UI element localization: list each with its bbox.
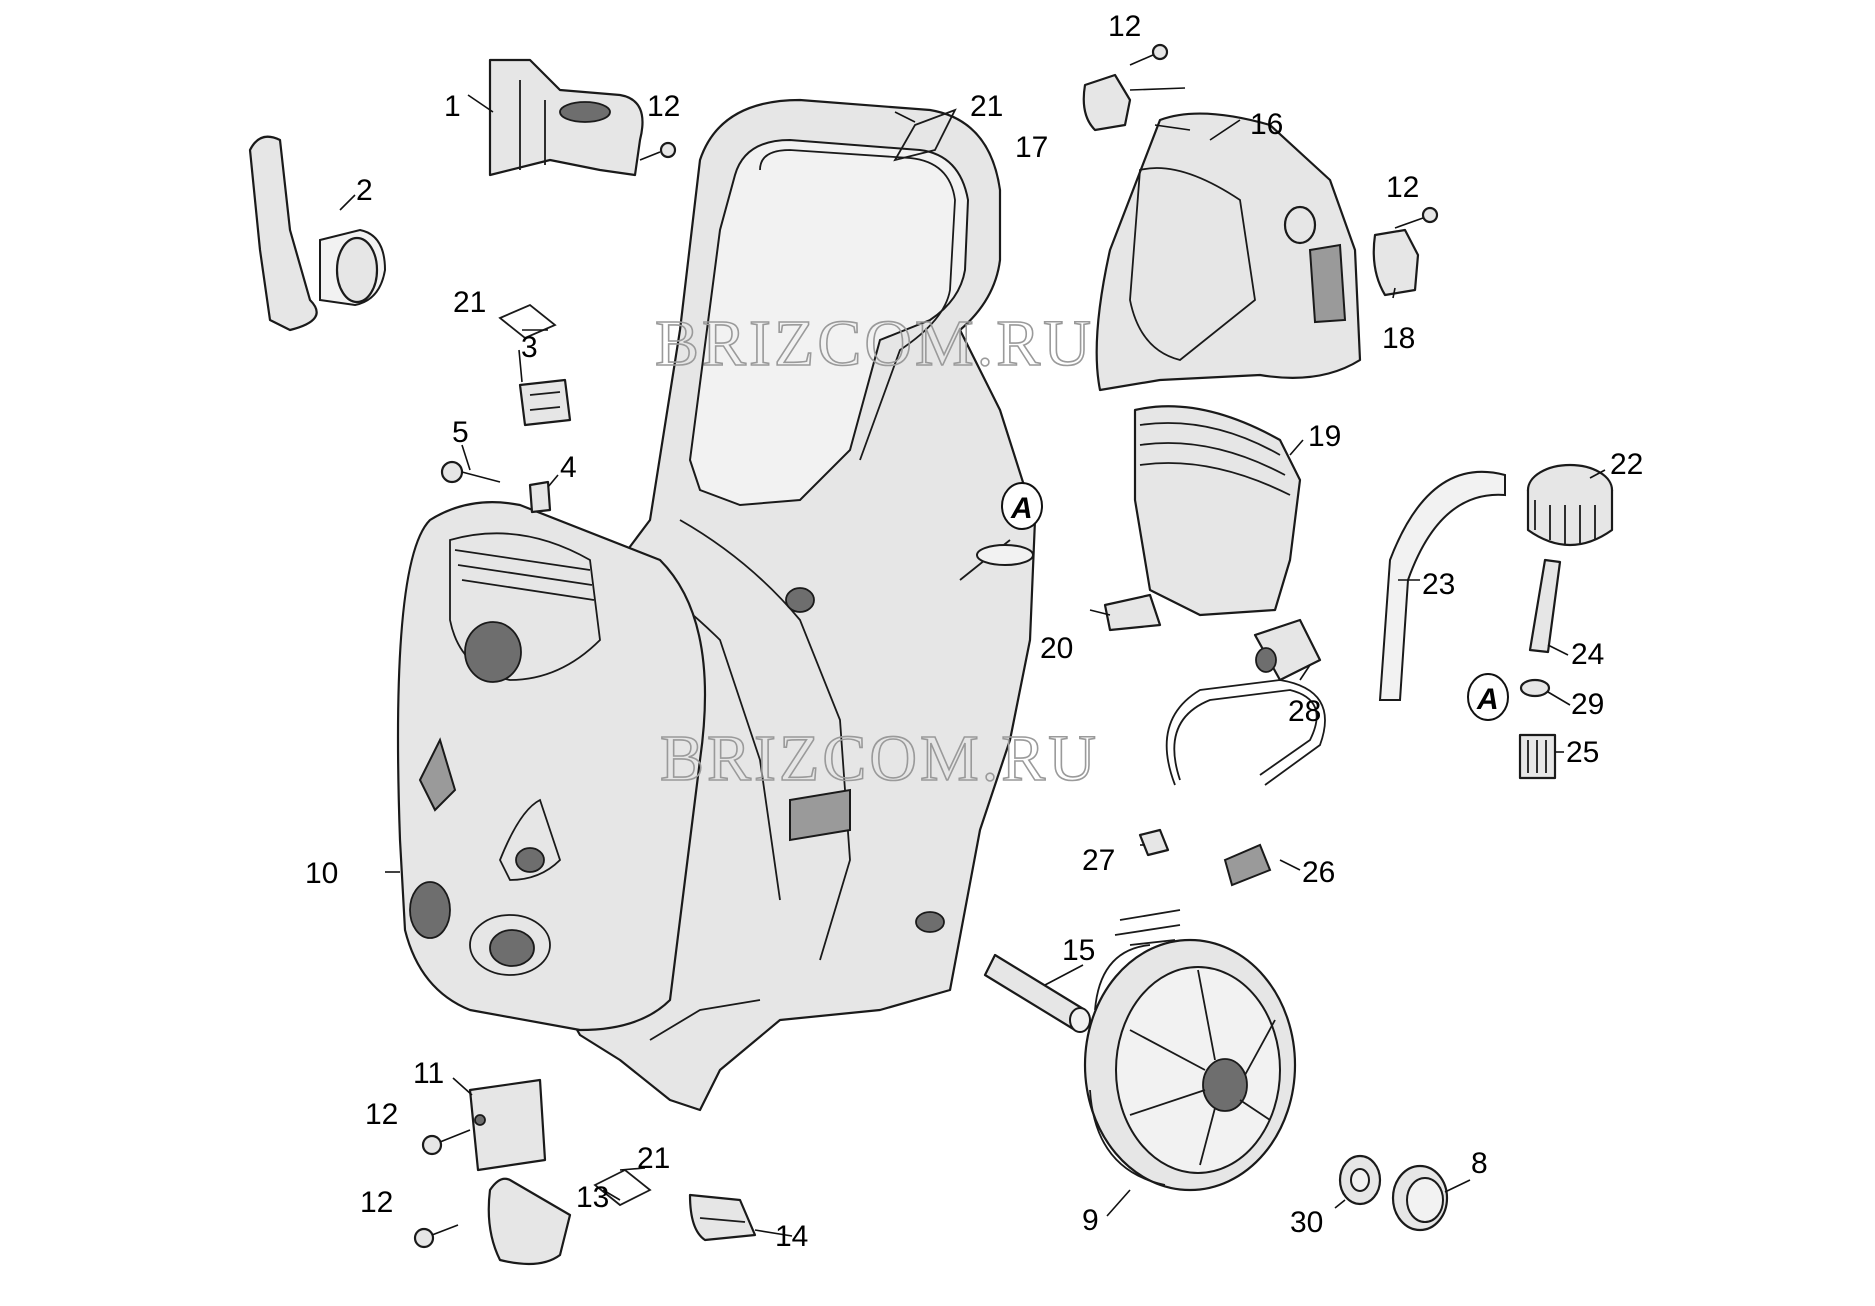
label-12-c: 12 [1386,171,1419,204]
connector-part-17 [1082,73,1132,132]
cap-part-13 [487,1177,572,1266]
screw-part-12-top [639,141,677,161]
label-26: 26 [1302,856,1335,889]
label-1: 1 [444,90,461,123]
label-27: 27 [1082,844,1115,877]
connector-marker-a-lower: A [1467,673,1509,721]
hose-part-23 [1378,470,1506,701]
label-17: 17 [1015,131,1048,164]
watermark-top: BRIZCOM.RU [655,307,1094,380]
holder-part-1 [488,58,644,177]
label-16: 16 [1250,108,1283,141]
tank-cap-part-22 [1526,463,1614,547]
svg-text:A: A [1476,683,1499,716]
label-20: 20 [1040,632,1073,665]
label-18: 18 [1382,322,1415,355]
label-3: 3 [521,331,538,364]
label-12-a: 12 [647,90,680,123]
label-14: 14 [775,1220,808,1253]
screw-part-12-lower [421,1129,471,1156]
label-29: 29 [1571,688,1604,721]
gun-holder-part-2 [248,135,387,332]
label-21-c: 21 [637,1142,670,1175]
screw-part-12-bottom [413,1224,459,1249]
label-plate-21-bottom [593,1168,652,1207]
watermark-middle: BRIZCOM.RU [660,722,1099,795]
tube-part-24 [1528,558,1562,654]
label-30: 30 [1290,1206,1323,1239]
label-24: 24 [1571,638,1604,671]
label-21-a: 21 [970,90,1003,123]
clip-part-4 [528,480,552,514]
nozzle-part-28 [1253,618,1322,682]
plate-part-20 [1103,593,1162,632]
label-11: 11 [413,1057,444,1090]
label-28: 28 [1288,695,1321,728]
filter-part-25 [1518,733,1557,780]
clip-part-27 [1138,828,1170,857]
svg-text:A: A [1010,492,1033,525]
label-4: 4 [560,451,577,484]
label-plate-21-left [498,303,557,340]
washer-part-30 [1338,1154,1382,1206]
screw-part-12-right [1394,206,1439,229]
label-22: 22 [1610,448,1643,481]
label-13: 13 [576,1181,609,1214]
label-25: 25 [1566,736,1599,769]
rear-housing-part-16 [1095,112,1362,392]
label-5: 5 [452,416,469,449]
connector-part-18 [1372,228,1420,297]
label-2: 2 [356,174,373,207]
label-9: 9 [1082,1204,1099,1237]
label-10: 10 [305,857,338,890]
wheel-part-9 [1083,938,1297,1192]
clamp-part-29 [1519,678,1551,698]
grille-part-19 [1133,405,1302,617]
plate-part-11 [468,1078,547,1172]
screw-part-12-upper-right [1129,43,1169,66]
front-cover-part-10 [396,501,707,1032]
clip-part-3 [518,378,572,427]
leader-lines [339,87,1606,1237]
hub-cap-part-8 [1391,1164,1449,1232]
label-plate-21-top [893,108,957,162]
label-8: 8 [1471,1147,1488,1180]
label-12-e: 12 [360,1186,393,1219]
label-15: 15 [1062,934,1095,967]
axle-part-15 [983,953,1091,1033]
label-12-d: 12 [365,1098,398,1131]
label-23: 23 [1422,568,1455,601]
foot-part-14 [688,1193,757,1242]
screw-part-5 [440,460,501,484]
label-12-b: 12 [1108,10,1141,43]
part-number-labels: 1 2 12 21 12 17 16 12 18 21 3 5 4 19 22 … [305,10,1643,1253]
label-19: 19 [1308,420,1341,453]
connector-marker-a-upper: A [1001,482,1043,530]
label-21-b: 21 [453,286,486,319]
